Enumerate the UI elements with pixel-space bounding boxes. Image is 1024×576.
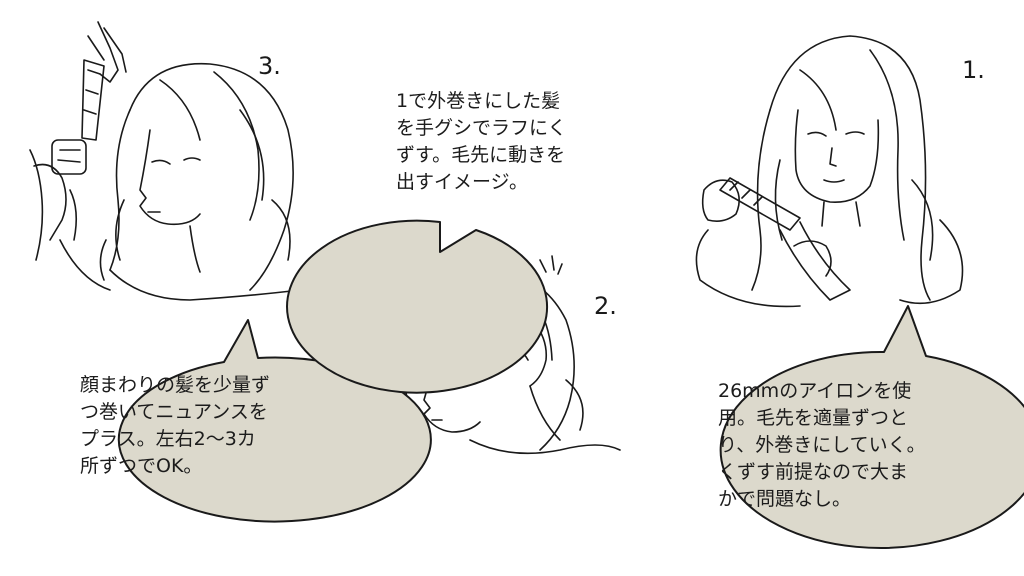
step-number-1: 1. [962,56,985,84]
step-number-2: 2. [594,292,617,320]
step1-line: 26mmのアイロンを使 [718,380,912,402]
step2-line: を手グシでラフにく [396,117,567,139]
step3-line: プラス。左右2〜3カ [80,428,256,450]
step2-line: 1で外巻きにした髪 [396,90,561,112]
step1-line: かで問題なし。 [718,488,852,510]
step2-line: ずす。毛先に動きを [396,144,566,166]
step3-line: 所ずつでOK。 [80,455,203,477]
step1-line: 用。毛先を適量ずつと [718,407,909,429]
step3-line: 顔まわりの髪を少量ず [80,374,271,396]
step2-instruction-text: 1で外巻きにした髪 を手グシでラフにく ずす。毛先に動きを 出すイメージ。 [396,88,567,196]
step1-line: くずす前提なので大ま [718,461,909,483]
step2-speech-bubble [286,219,549,394]
step1-line: り、外巻きにしていく。 [718,434,926,456]
step1-speech-bubble [719,305,1024,549]
step1-instruction-text: 26mmのアイロンを使 用。毛先を適量ずつと り、外巻きにしていく。 くずす前提… [718,378,926,513]
step1-woman-illustration [695,35,964,308]
step2-line: 出すイメージ。 [396,171,529,193]
step3-instruction-text: 顔まわりの髪を少量ず つ巻いてニュアンスを プラス。左右2〜3カ 所ずつでOK。 [80,372,270,480]
step3-woman-illustration [29,21,301,301]
step-number-3: 3. [258,52,281,80]
step3-line: つ巻いてニュアンスを [80,401,268,423]
